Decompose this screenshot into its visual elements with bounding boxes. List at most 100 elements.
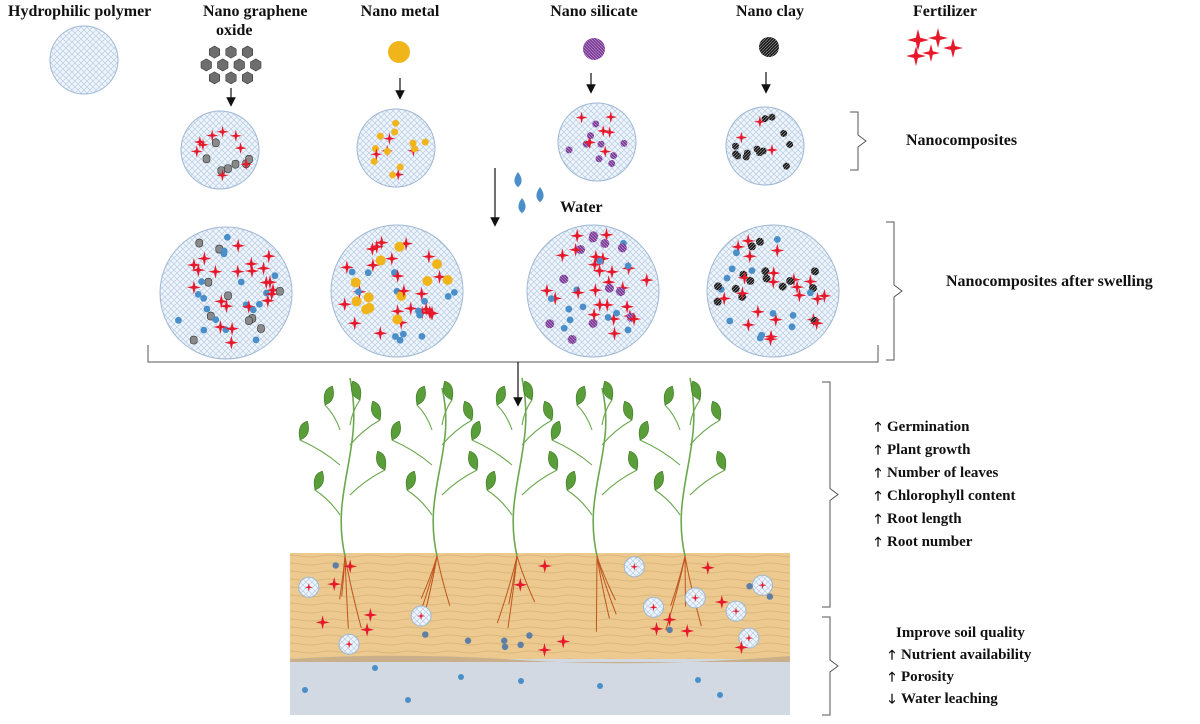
- leaf-icon: [716, 450, 727, 471]
- plant-stem: [512, 377, 527, 557]
- fertilizer-star-icon: [513, 577, 528, 592]
- plant-branch: [601, 469, 638, 496]
- water-particle: [444, 292, 452, 300]
- plant-branch: [324, 404, 341, 431]
- fertilizer-star-icon: [662, 612, 677, 627]
- water-particle: [579, 303, 587, 311]
- nano-metal-particle: [389, 171, 397, 179]
- fertilizer-star-icon: [583, 136, 596, 149]
- nano-clay-particle: [713, 297, 722, 306]
- fertilizer-star-icon: [906, 46, 926, 66]
- nano-metal-particle: [392, 314, 403, 325]
- leaf-icon: [653, 470, 664, 491]
- fertilizer-star-icon: [680, 624, 695, 638]
- nano-clay-particle: [742, 153, 750, 161]
- soil-effects-bracket: [822, 616, 839, 716]
- water-particle: [392, 333, 399, 340]
- fertilizer-star-icon: [575, 111, 588, 124]
- fertilizer-star-icon: [714, 595, 729, 609]
- water-particle: [769, 309, 777, 317]
- fertilizer-star-icon: [768, 312, 783, 327]
- water-label: Water: [560, 199, 603, 216]
- water-particle: [175, 316, 182, 324]
- nano-silicate-particle: [608, 160, 616, 168]
- fertilizer-star-icon: [374, 235, 389, 250]
- graphene-particle: [245, 316, 253, 325]
- fertilizer-star-icon: [360, 622, 375, 637]
- fertilizer-star-icon: [537, 559, 552, 573]
- fertilizer-star-icon: [384, 251, 399, 266]
- graphene-hexagon: [217, 58, 229, 72]
- fertilizer-star-icon: [568, 242, 583, 257]
- plant-effect-text: Root length: [887, 511, 962, 527]
- fertilizer-star-icon: [599, 145, 612, 158]
- soil-effect-item: 🡓Water leaching: [886, 690, 1031, 708]
- leaf-icon: [323, 385, 334, 406]
- fertilizer-star-icon: [240, 158, 253, 171]
- leaf-icon: [485, 470, 496, 491]
- plant-branch: [486, 489, 513, 516]
- water-particle: [405, 697, 411, 703]
- nano-metal-particle: [371, 145, 379, 153]
- water-particle: [255, 300, 263, 308]
- fertilizer-star-icon: [315, 615, 330, 630]
- fertilizer-star-icon: [907, 29, 929, 51]
- plant-branch: [496, 404, 513, 431]
- fertilizer-star-icon: [766, 266, 781, 281]
- nano-metal-particle: [396, 163, 404, 171]
- plant-effects-list: 🡑Germination 🡑Plant growth 🡑Number of le…: [872, 418, 1016, 551]
- fertilizer-star-icon: [537, 643, 552, 657]
- plant-branch: [471, 439, 513, 466]
- plant-effect-item: 🡑Chlorophyll content: [872, 487, 1016, 505]
- water-particle: [348, 268, 356, 276]
- fertilizer-star-icon: [229, 129, 242, 142]
- soil-effect-text: Porosity: [901, 669, 955, 685]
- water-particle: [748, 267, 756, 275]
- graphene-particle: [207, 311, 215, 321]
- water-particle: [237, 278, 245, 286]
- graphene-particle: [189, 335, 198, 345]
- fertilizer-star-icon: [197, 138, 209, 151]
- soil-particle: [422, 631, 429, 638]
- fertilizer-star-icon: [555, 248, 570, 263]
- fertilizer-star-icon: [604, 111, 617, 124]
- plant-branch: [441, 419, 473, 446]
- water-particle: [354, 288, 362, 296]
- plant-branch: [314, 489, 341, 516]
- plant-branch: [349, 399, 361, 426]
- nano-metal-icon: [388, 41, 410, 63]
- soil-particle: [501, 643, 509, 651]
- water-particle: [613, 309, 620, 317]
- fertilizer-star-icon: [742, 249, 757, 264]
- soil-particle: [332, 562, 339, 569]
- nano-clay-particle: [768, 113, 776, 121]
- graphene-particle: [211, 138, 220, 148]
- nano-clay-particle: [780, 129, 788, 137]
- plant-branch: [654, 489, 681, 516]
- leaf-icon: [405, 470, 416, 491]
- fertilizer-star-icon: [216, 169, 229, 182]
- nano-silicate-particle: [595, 155, 603, 163]
- water-particle: [418, 332, 426, 340]
- plant-branch: [521, 419, 553, 446]
- nano-clay-particle: [778, 282, 787, 291]
- plant-branch: [391, 439, 433, 466]
- leaf-icon: [376, 450, 387, 471]
- fertilizer-star-icon: [943, 38, 963, 58]
- graphene-hexagon: [233, 58, 245, 72]
- fertilizer-star-icon: [792, 288, 807, 303]
- soil-boundary: [290, 655, 790, 664]
- plant-effect-text: Germination: [887, 419, 970, 435]
- water-particle: [212, 316, 220, 324]
- nano-clay-particle: [734, 152, 742, 160]
- fertilizer-star-icon: [803, 274, 818, 289]
- fertilizer-star-icon: [786, 272, 801, 287]
- water-particle: [717, 692, 723, 698]
- plant-branch: [576, 404, 593, 431]
- leaf-icon: [565, 470, 576, 491]
- nano-metal-particle: [409, 139, 417, 147]
- graphene-particle: [231, 159, 240, 169]
- leaf-icon: [298, 420, 309, 441]
- plant-root: [344, 555, 349, 629]
- water-particle: [726, 317, 734, 325]
